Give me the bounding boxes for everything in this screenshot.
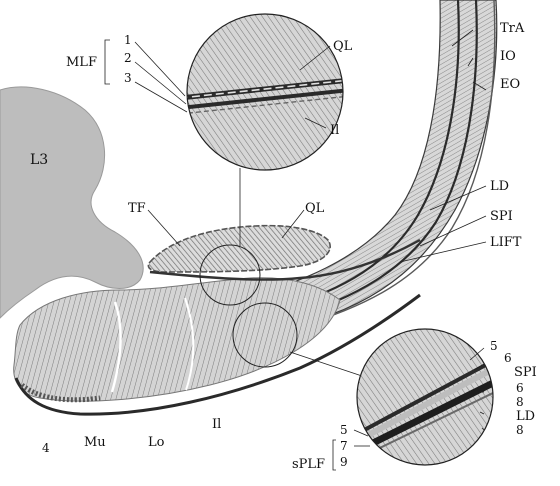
label-8-bottom: 8 [516,423,524,437]
connector-bottom [289,351,369,379]
leader-lines [104,29,487,471]
label-lo: Lo [148,435,165,450]
label-spi-inset: SPI [514,365,537,380]
label-4: 4 [42,441,50,455]
longissimus-boundary [184,297,195,391]
label-io: IO [500,49,516,64]
label-5-left: 5 [340,423,348,437]
label-lift: LIFT [490,235,522,250]
magnify-region-top [199,244,261,306]
magnify-region-bottom [232,302,298,368]
label-9: 9 [340,455,348,469]
tra-io-fascia-line [279,0,460,310]
eo-outer-line [299,0,496,327]
label-il-bottom: Il [212,417,221,432]
label-l3: L3 [30,152,48,168]
label-eo: EO [500,77,520,92]
label-mu: Mu [84,435,106,450]
label-ld: LD [490,179,509,194]
label-il-top: Il [330,123,339,138]
label-5-top: 5 [490,339,498,353]
label-8-top: 8 [516,395,524,409]
fat-layer-4 [20,383,101,403]
label-6-top: 6 [504,351,512,365]
inset-top [186,13,344,171]
label-6-mid: 6 [516,381,524,395]
label-splf: sPLF [292,457,325,472]
label-7: 7 [340,439,348,453]
posterior-fascia-layer [14,293,421,416]
label-mlf: MLF [66,55,97,70]
multifidus-boundary [110,301,122,393]
inset-bottom [356,328,494,466]
vertebra-l3 [0,86,144,319]
label-tra: TrA [500,21,525,36]
label-tf: TF [128,201,146,216]
paraspinal-muscles [13,277,341,402]
io-eo-fascia-line [289,0,478,320]
label-ql-top: QL [333,39,353,54]
label-spi: SPI [490,209,513,224]
quadratus-lumborum [147,224,331,273]
label-ld-inset: LD [516,409,535,424]
label-2: 2 [124,51,132,65]
label-1: 1 [124,33,132,47]
label-3: 3 [124,71,132,85]
label-ql-mid: QL [305,201,325,216]
